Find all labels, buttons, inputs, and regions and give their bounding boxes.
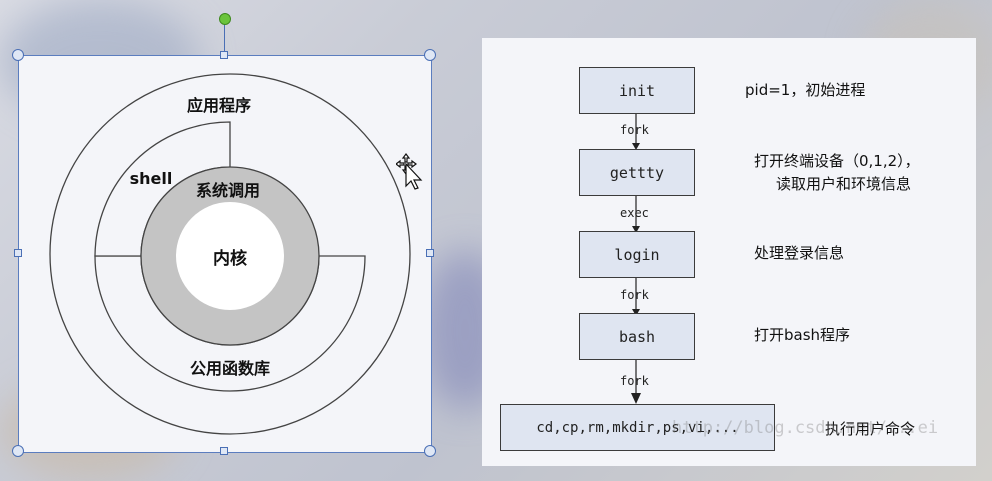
syscall-label: 系统调用 xyxy=(196,181,260,200)
resize-handle-ne[interactable] xyxy=(424,49,436,61)
rotation-line xyxy=(224,24,225,52)
desc-gettty-1: 打开终端设备（0,1,2）， xyxy=(754,152,920,170)
flow-arrows xyxy=(631,114,641,404)
node-bash-label: bash xyxy=(618,327,656,346)
app-ring xyxy=(49,73,411,435)
node-init-label: init xyxy=(618,81,656,100)
os-layers-svg: 应用程序 shell 系统调用 内核 公用函数库 xyxy=(49,73,411,435)
desc-bash: 打开bash程序 xyxy=(754,326,851,344)
node-commands-label: cd,cp,rm,mkdir,ps,vi,... xyxy=(536,419,739,436)
resize-handle-se[interactable] xyxy=(424,445,436,457)
resize-handle-s[interactable] xyxy=(220,447,228,455)
kernel-label: 内核 xyxy=(213,248,247,269)
resize-handle-w[interactable] xyxy=(14,249,22,257)
desc-commands: 执行用户命令 xyxy=(825,420,916,438)
resize-handle-n[interactable] xyxy=(220,51,228,59)
edge-label-exec: exec xyxy=(620,206,649,220)
rotation-handle[interactable] xyxy=(219,13,231,25)
watermark: http://blog.csdn.net/...ei xyxy=(672,418,939,438)
boot-flow-diagram: init gettty login bash cd,cp,rm,mkdir,ps… xyxy=(482,38,976,466)
node-gettty: gettty xyxy=(579,149,695,196)
resize-handle-e[interactable] xyxy=(426,249,434,257)
lib-label: 公用函数库 xyxy=(190,359,270,378)
edge-label-fork-1: fork xyxy=(620,123,649,137)
edge-label-fork-3: fork xyxy=(620,374,649,388)
shell-label: shell xyxy=(130,169,173,188)
node-bash: bash xyxy=(579,313,695,360)
node-login-label: login xyxy=(614,245,660,264)
desc-init: pid=1，初始进程 xyxy=(745,81,866,99)
node-commands: cd,cp,rm,mkdir,ps,vi,... xyxy=(500,404,775,451)
app-label: 应用程序 xyxy=(187,96,251,115)
os-layers-diagram[interactable]: 应用程序 shell 系统调用 内核 公用函数库 xyxy=(18,55,432,453)
resize-handle-nw[interactable] xyxy=(12,49,24,61)
desc-gettty-2: 读取用户和环境信息 xyxy=(776,175,912,193)
move-cursor-icon xyxy=(396,153,423,190)
node-init: init xyxy=(579,67,695,114)
resize-handle-sw[interactable] xyxy=(12,445,24,457)
node-gettty-label: gettty xyxy=(609,163,665,182)
edge-label-fork-2: fork xyxy=(620,288,649,302)
kernel-core xyxy=(176,202,284,310)
desc-login: 处理登录信息 xyxy=(754,244,845,262)
node-login: login xyxy=(579,231,695,278)
